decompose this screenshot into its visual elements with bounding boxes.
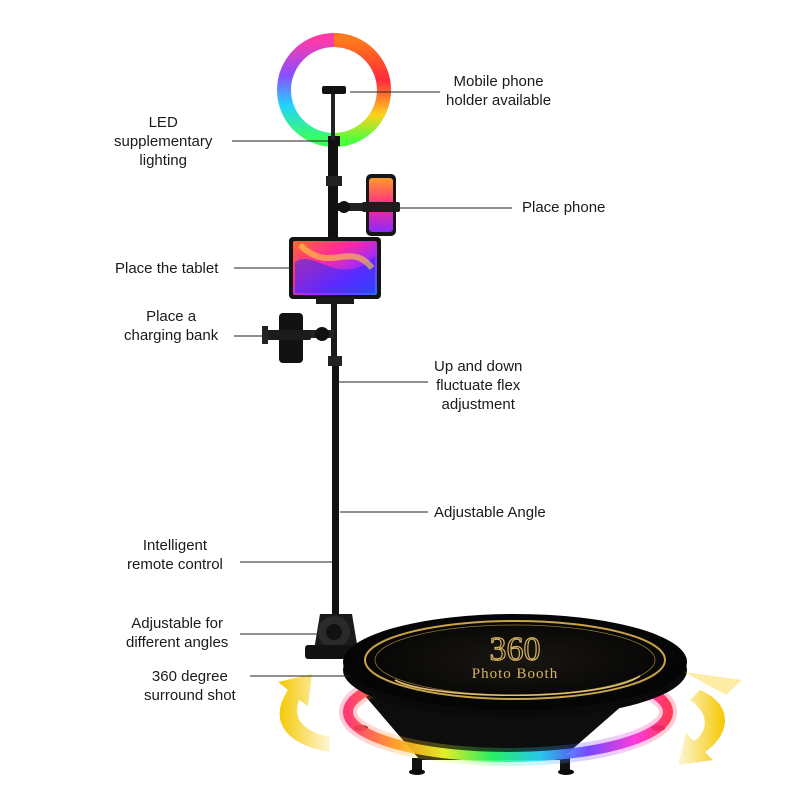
callout-lines: [232, 91, 512, 677]
label-place-tablet: Place the tablet: [115, 260, 219, 277]
label-surround-shot: 360 degree surround shot: [144, 668, 236, 704]
charging-bank: [262, 313, 334, 363]
booth-subtitle: Photo Booth: [472, 666, 558, 682]
photo-booth-platform: 360 Photo Booth: [343, 614, 687, 718]
side-phone: [338, 174, 400, 236]
label-led-lighting: LED supplementary lighting: [114, 114, 213, 169]
stand-pole: [326, 144, 342, 614]
rotation-arrow-right-icon: [678, 672, 742, 765]
label-charging-bank: Place a charging bank: [124, 308, 219, 344]
label-place-phone: Place phone: [522, 199, 606, 216]
phone-holder-clamp: [322, 86, 346, 140]
booth-title: 360: [490, 631, 541, 668]
pole-base: [305, 614, 371, 659]
label-flex-adjustment: Up and down fluctuate flex adjustment: [434, 358, 523, 413]
label-adjustable-angle: Adjustable Angle: [434, 504, 546, 521]
label-remote-control: Intelligent remote control: [127, 537, 223, 573]
tablet: [289, 237, 381, 304]
label-mobile-holder: Mobile phone holder available: [446, 73, 552, 109]
label-different-angles: Adjustable for different angles: [126, 615, 229, 651]
rotation-arrow-left-icon: [278, 674, 330, 752]
